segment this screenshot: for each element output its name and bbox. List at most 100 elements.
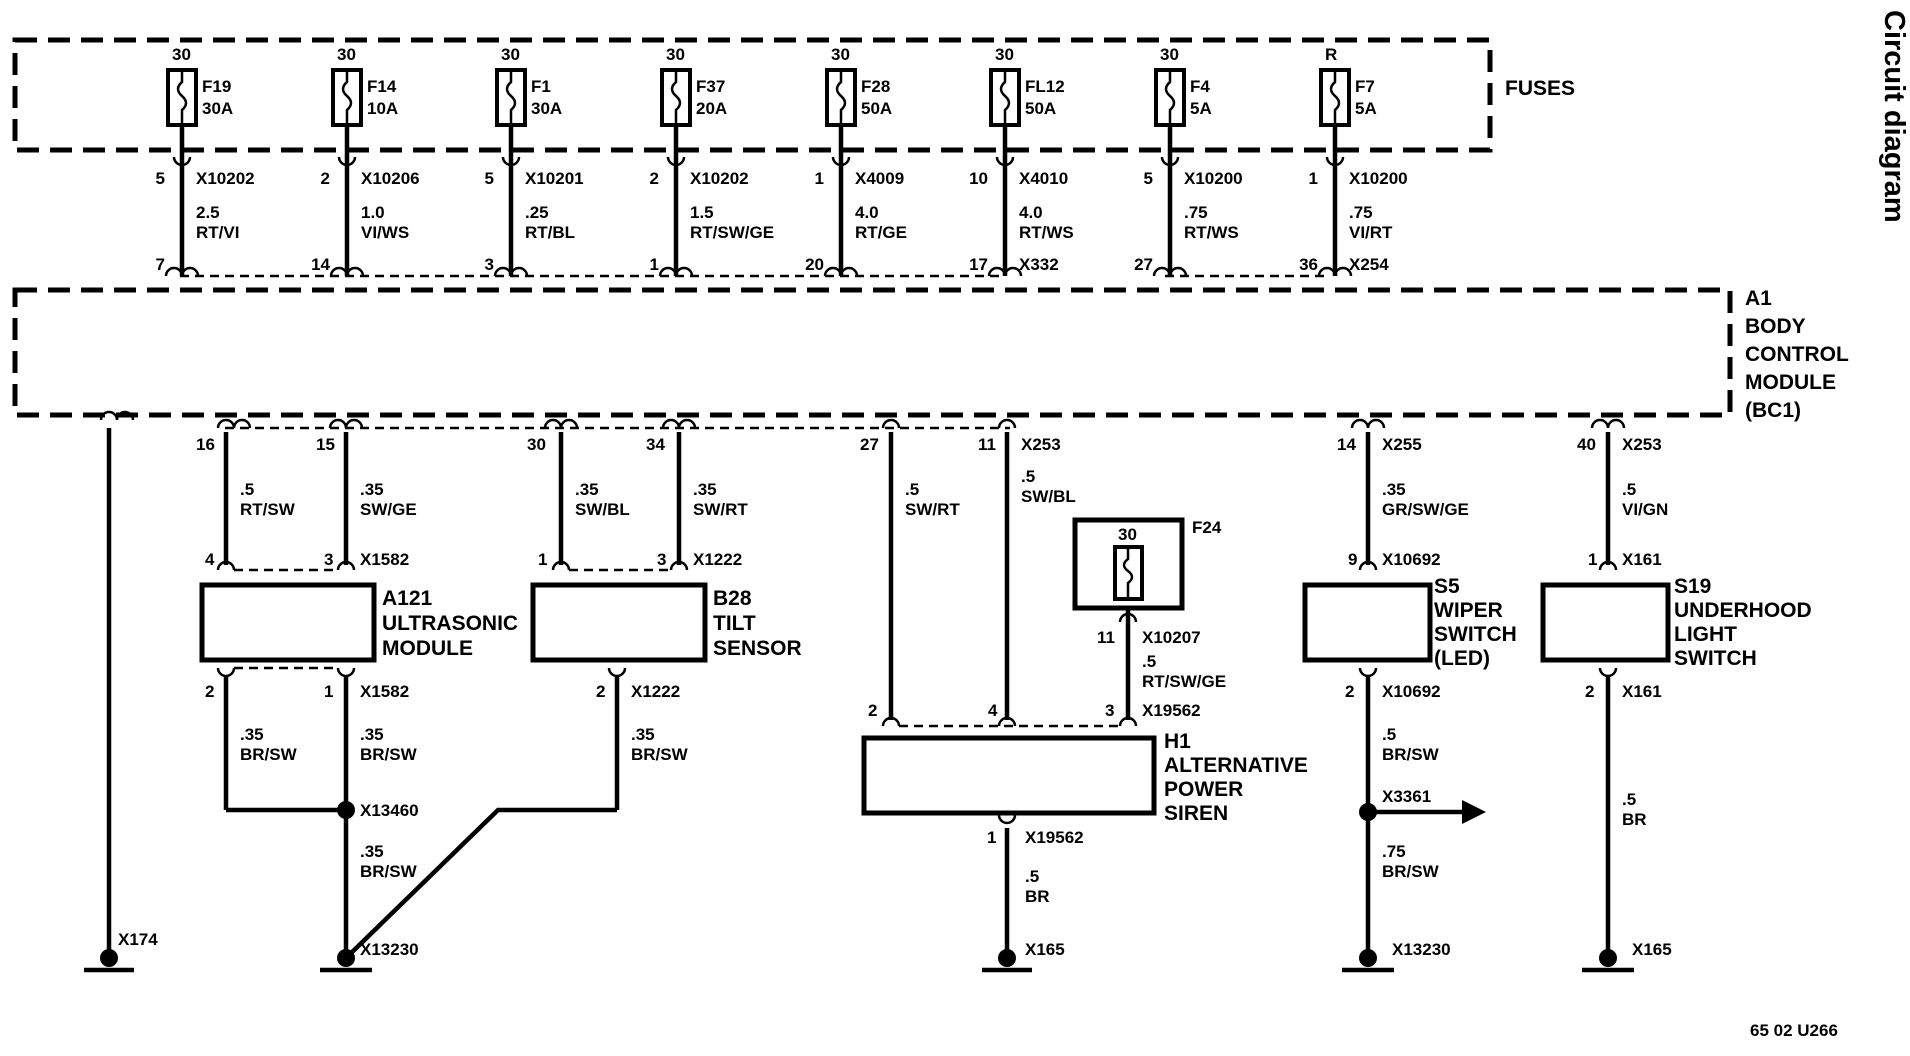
connector-symbol: [493, 266, 529, 277]
connector-label: X19562: [1025, 828, 1084, 847]
fuse-supply: R: [1325, 45, 1337, 64]
bcm-pin: 3: [485, 255, 494, 274]
ground-label: X13230: [1392, 940, 1451, 959]
connector-label: X10692: [1382, 550, 1441, 569]
fuse-element: [835, 72, 847, 124]
wire-color: SW/RT: [693, 500, 748, 519]
pin-11: 11: [1097, 628, 1115, 647]
fuse-pin: 1: [815, 169, 824, 188]
connector-symbol: [1152, 266, 1188, 277]
connector-symbol: [172, 156, 192, 167]
fuse-rating: 5A: [1190, 99, 1212, 118]
fuse-supply: 30: [831, 45, 850, 64]
connector-symbol: [607, 667, 627, 678]
s19-label: UNDERHOOD: [1674, 599, 1812, 622]
connector-symbol: [543, 418, 579, 429]
fuse-name: FL12: [1025, 77, 1065, 96]
a121-label: ULTRASONIC: [382, 612, 518, 635]
h1-label: SIREN: [1164, 802, 1228, 825]
fuse-name: F19: [202, 77, 231, 96]
connector-symbol: [666, 156, 686, 167]
pin-3: 3: [657, 550, 666, 569]
bcm-pin: 36: [1299, 255, 1318, 274]
pin-3: 3: [1105, 701, 1114, 720]
fuse-connector: X10200: [1184, 169, 1243, 188]
fuse-element: [341, 72, 353, 124]
bcm-pin: 20: [805, 255, 824, 274]
connector-label: X253: [1622, 435, 1662, 454]
wire-color: BR/SW: [360, 745, 418, 764]
connector-label: X1582: [360, 682, 409, 701]
connector-symbol: [881, 716, 1138, 727]
connector-symbol: [1350, 418, 1386, 429]
wire-color: RT/BL: [525, 223, 575, 242]
wire-size: .5: [1622, 480, 1636, 499]
fuse-connector: X4009: [855, 169, 904, 188]
ground-label: X13230: [360, 940, 419, 959]
connector-symbol: [1317, 266, 1353, 277]
ground-label: X165: [1025, 940, 1065, 959]
s19-label: SWITCH: [1674, 647, 1757, 670]
bcm-label-5: (BC1): [1745, 399, 1801, 422]
connector-label: X10207: [1142, 628, 1201, 647]
connector-symbol: [216, 560, 356, 571]
connector-label: X1222: [693, 550, 742, 569]
pin-1: 1: [1588, 550, 1597, 569]
wire-color: RT/SW/GE: [1142, 672, 1226, 691]
pin-16: 16: [196, 435, 215, 454]
fuse-rating: 50A: [861, 99, 892, 118]
wire-size: 1.0: [361, 203, 385, 222]
wire-size: 2.5: [196, 203, 220, 222]
wire-size: .35: [631, 725, 655, 744]
wire-size: .35: [360, 480, 384, 499]
fuse-supply: 30: [666, 45, 685, 64]
pin-2: 2: [1345, 682, 1354, 701]
fuse-element: [176, 72, 188, 124]
wire-size: .25: [525, 203, 549, 222]
fuse-connector: X10206: [361, 169, 420, 188]
connector-symbol: [658, 266, 694, 277]
s19-underhood-switch-box: [1540, 582, 1671, 663]
pin-15: 15: [316, 435, 335, 454]
ground-x174-label: X174: [118, 930, 158, 949]
h1-label: ALTERNATIVE: [1164, 754, 1308, 777]
fuse-connector: X10200: [1349, 169, 1408, 188]
pin-30: 30: [527, 435, 546, 454]
s5-wiper-switch-circuit: 14 X255 .35 GR/SW/GE 9 X10692 S5 WIPER S…: [1302, 418, 1517, 973]
connector-symbol: [1325, 156, 1345, 167]
connector-symbol: [337, 156, 357, 167]
connector-symbol: [1160, 156, 1180, 167]
wire-size: .35: [693, 480, 717, 499]
fuse-supply: 30: [172, 45, 191, 64]
bcm-connector: X332: [1019, 255, 1059, 274]
connector-label: X161: [1622, 682, 1662, 701]
wire-size: .5: [1025, 867, 1039, 886]
wire-color: SW/RT: [905, 500, 960, 519]
connector-label: X255: [1382, 435, 1422, 454]
fuse-element: [505, 72, 517, 124]
s19-label: LIGHT: [1674, 623, 1737, 646]
splice-label: X13460: [360, 801, 419, 820]
pin-2: 2: [1585, 682, 1594, 701]
wire-size: .75: [1382, 842, 1406, 861]
fuse-name: F28: [861, 77, 890, 96]
wire-size: .75: [1349, 203, 1373, 222]
pin-14: 14: [1337, 435, 1356, 454]
h1-siren-box: [861, 735, 1157, 816]
fuse-name: F1: [531, 77, 551, 96]
pin-2: 2: [205, 682, 214, 701]
fuse-supply: 30: [337, 45, 356, 64]
connector-symbol: [1358, 667, 1378, 678]
fuse-connector: X10202: [196, 169, 255, 188]
wire-size: .35: [1382, 480, 1406, 499]
pin-1: 1: [538, 550, 547, 569]
wire-size: .75: [1184, 203, 1208, 222]
bcm-connector: X254: [1349, 255, 1389, 274]
fuse-element: [1164, 72, 1176, 124]
